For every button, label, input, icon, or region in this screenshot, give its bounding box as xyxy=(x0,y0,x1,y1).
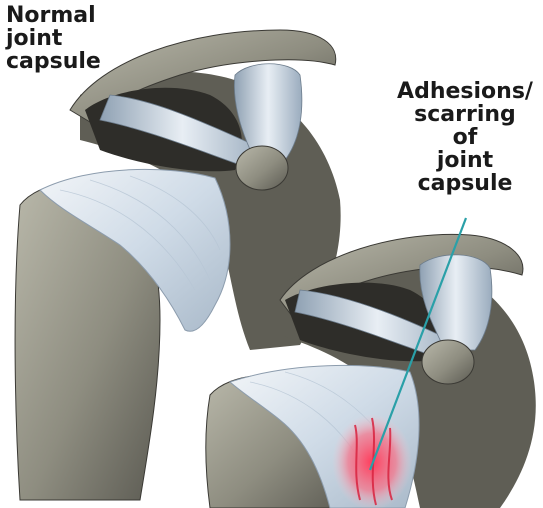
normal-label-line-1: Normal xyxy=(6,4,101,27)
normal-label-line-2: joint xyxy=(6,27,101,50)
coracoid-normal xyxy=(236,146,288,190)
adhesions-label-line-4: joint xyxy=(390,149,540,172)
adhesions-label-line-3: of xyxy=(390,126,540,149)
coracoid-affected xyxy=(422,340,474,384)
adhesion-scarring xyxy=(332,414,412,508)
adhesions-label: Adhesions/ scarring of joint capsule xyxy=(390,80,540,195)
normal-label-line-3: capsule xyxy=(6,50,101,73)
adhesions-label-line-5: capsule xyxy=(390,172,540,195)
normal-capsule-label: Normal joint capsule xyxy=(6,4,101,73)
adhesions-label-line-1: Adhesions/ xyxy=(390,80,540,103)
adhesions-label-line-2: scarring xyxy=(390,103,540,126)
